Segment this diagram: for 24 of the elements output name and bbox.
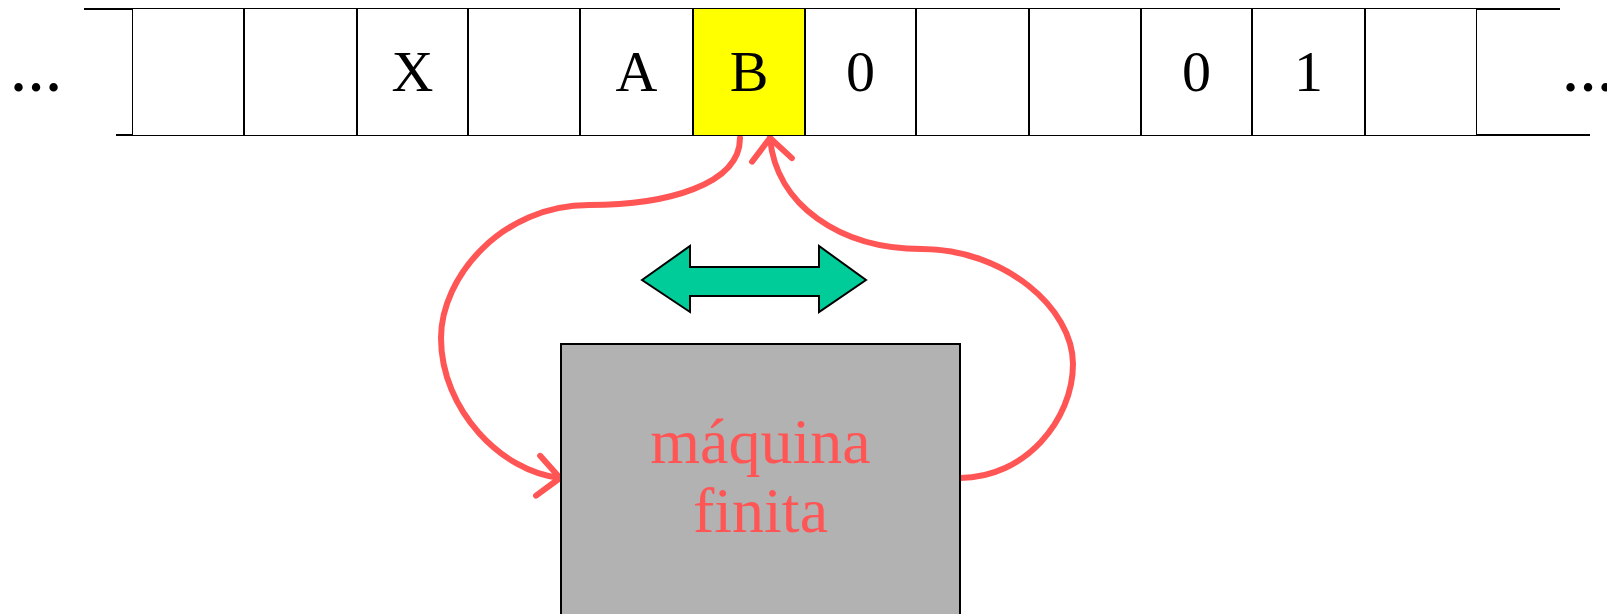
empty-tape-cell (244, 8, 357, 136)
cell-symbol: 0 (1182, 43, 1211, 101)
tape-cell (1252, 8, 1365, 136)
ellipsis: … (1562, 48, 1607, 100)
empty-tape-cell (1365, 8, 1477, 136)
cell-symbol: 0 (846, 43, 875, 101)
curved-arrow (438, 135, 743, 497)
curved-arrow (750, 135, 1076, 481)
tape-cell (1141, 8, 1252, 136)
cell-symbol: B (729, 43, 769, 101)
empty-tape-cell (1029, 8, 1141, 136)
machine-box (560, 343, 961, 614)
tape-cell (357, 8, 468, 136)
empty-tape-cell (916, 8, 1029, 136)
ellipsis: … (10, 48, 58, 100)
tape-cell (805, 8, 916, 136)
cell-symbol: 1 (1294, 43, 1323, 101)
tape-cell (693, 8, 805, 136)
machine-label: máquina finita (649, 407, 872, 549)
cell-symbol: X (391, 43, 434, 101)
tape-cell (580, 8, 693, 136)
empty-tape-cell (132, 8, 244, 136)
cell-symbol: A (615, 43, 658, 101)
empty-tape-cell (468, 8, 580, 136)
